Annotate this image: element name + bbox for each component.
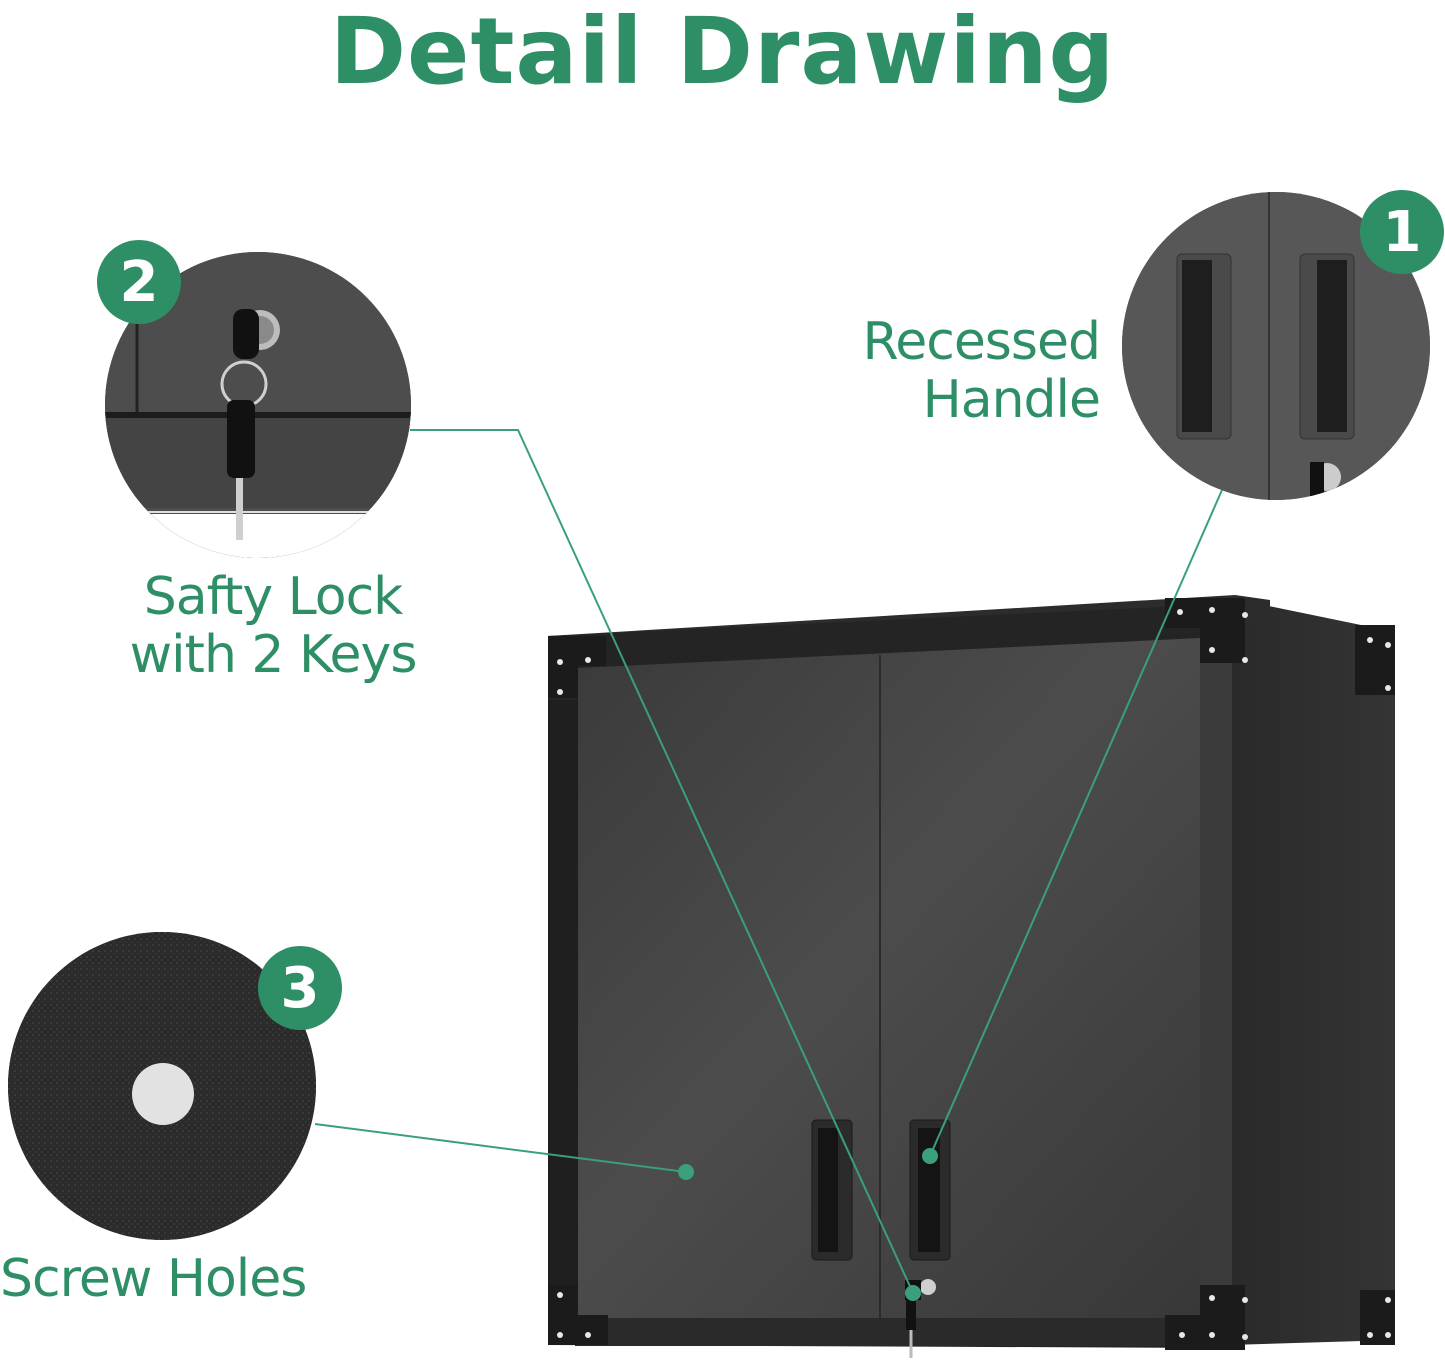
screw-label: Screw Holes [0, 1249, 307, 1309]
handle-label-line1: Recessed [862, 312, 1101, 372]
right-handle [909, 1119, 951, 1261]
lock-callout-dot [905, 1285, 921, 1301]
screw-hole-icon [132, 1063, 194, 1125]
lock-label: Safty Lock with 2 Keys [118, 568, 428, 684]
screw-callout-dot [678, 1164, 694, 1180]
left-handle [811, 1119, 853, 1261]
lock-label-line2: with 2 Keys [129, 625, 418, 685]
callout-badge-2: 2 [97, 240, 181, 324]
callout-badge-3: 3 [258, 946, 342, 1030]
handle-label: Recessed Handle [780, 312, 1101, 430]
callout-badge-1: 1 [1360, 190, 1444, 274]
page-title: Detail Drawing [329, 0, 1116, 105]
handle-callout-dot [922, 1148, 938, 1164]
handle-label-line2: Handle [922, 370, 1101, 430]
screw-detail-circle [8, 932, 316, 1240]
lock-label-line1: Safty Lock [143, 567, 404, 627]
callout-lines [314, 429, 1223, 1294]
